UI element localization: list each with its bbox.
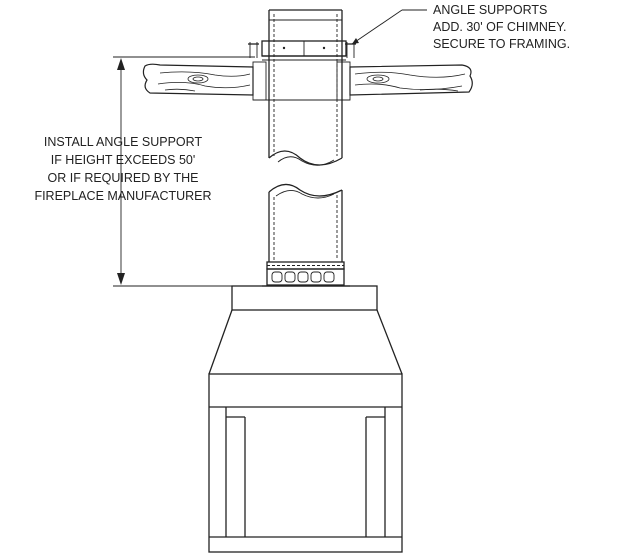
- wood-framing: [142, 61, 473, 101]
- angle-supports-line-1: ANGLE SUPPORTS: [433, 3, 547, 17]
- angle-supports-line-3: SECURE TO FRAMING.: [433, 37, 570, 51]
- install-note-line-3: OR IF REQUIRED BY THE: [48, 171, 199, 185]
- angle-supports-line-2: ADD. 30' OF CHIMNEY.: [433, 20, 566, 34]
- chimney-pipe-upper: [268, 9, 343, 166]
- angle-support-bracket: [248, 40, 356, 61]
- install-note: INSTALL ANGLE SUPPORT IF HEIGHT EXCEEDS …: [34, 135, 211, 203]
- fireplace-unit: [208, 285, 403, 553]
- callout-leader: [351, 9, 427, 45]
- install-note-line-1: INSTALL ANGLE SUPPORT: [44, 135, 203, 149]
- chimney-pipe-lower: [268, 183, 343, 262]
- chimney-anchor-plate: [262, 261, 350, 287]
- height-dimension: [113, 56, 255, 287]
- install-note-line-2: IF HEIGHT EXCEEDS 50': [51, 153, 196, 167]
- angle-supports-note: ANGLE SUPPORTS ADD. 30' OF CHIMNEY. SECU…: [433, 3, 570, 51]
- install-note-line-4: FIREPLACE MANUFACTURER: [34, 189, 211, 203]
